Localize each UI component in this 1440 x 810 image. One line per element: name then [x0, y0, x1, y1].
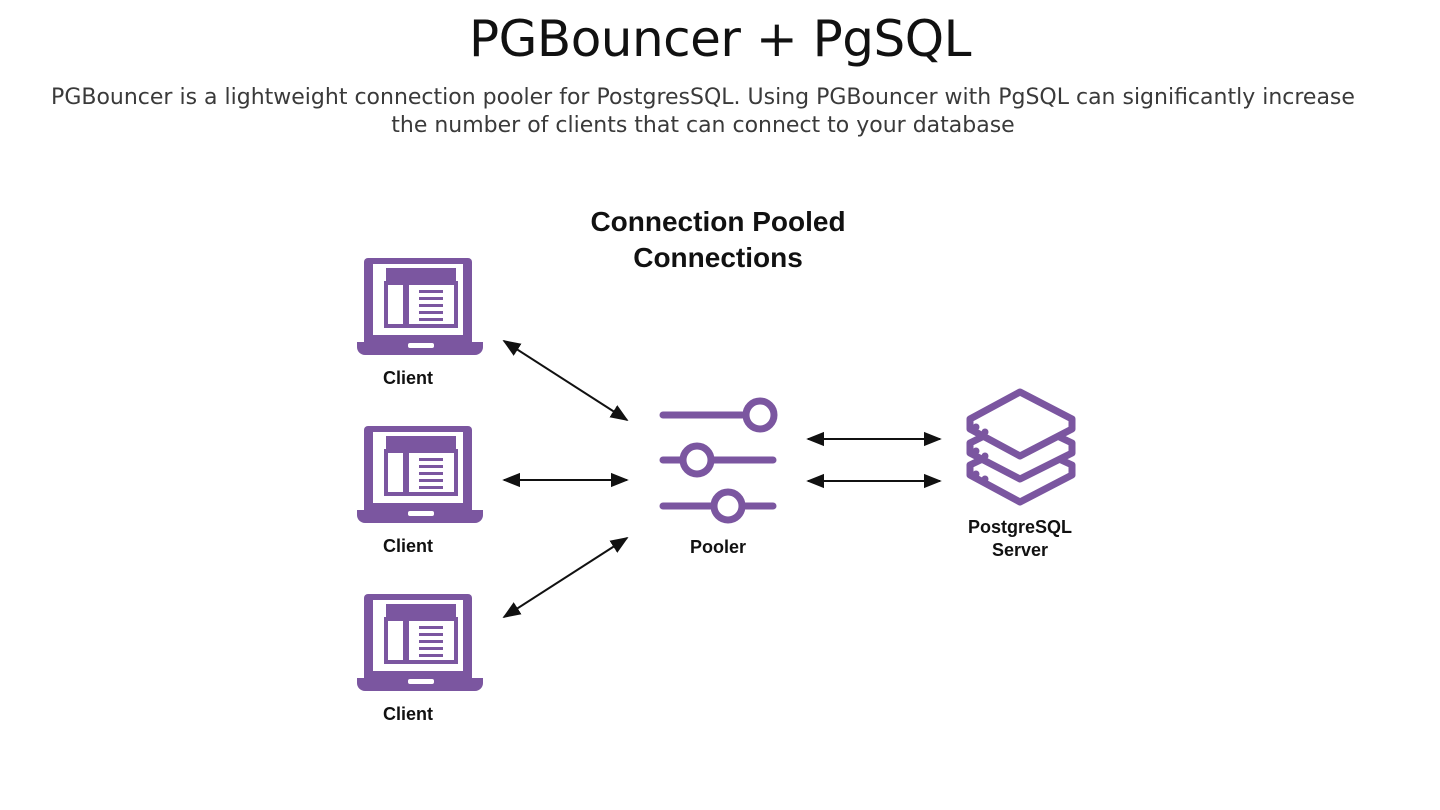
laptop-icon: [355, 592, 485, 693]
page-title: PGBouncer + PgSQL: [469, 10, 972, 68]
client-node: Client: [355, 592, 485, 724]
pooler-label: Pooler: [690, 537, 746, 557]
page-subtitle: PGBouncer is a lightweight connection po…: [51, 85, 1355, 138]
client-pooler-arrow: [502, 537, 629, 618]
client-label: Client: [383, 536, 433, 556]
database-stack-icon: [966, 388, 1076, 506]
client-pooler-arrow: [502, 340, 629, 421]
sliders-icon: [659, 397, 778, 524]
server-label-line1: PostgreSQL: [968, 517, 1072, 537]
server-node: PostgreSQL Server: [966, 388, 1076, 560]
client-node: Client: [355, 256, 485, 388]
client-node: Client: [355, 424, 485, 556]
client-label: Client: [383, 368, 433, 388]
pooler-node: Pooler: [659, 397, 778, 557]
server-indicator-dots: [972, 423, 989, 483]
client-label: Client: [383, 704, 433, 724]
diagram-title-line1: Connection Pooled: [590, 206, 845, 237]
server-label-line2: Server: [992, 540, 1048, 560]
diagram-title-line2: Connections: [633, 242, 803, 273]
laptop-icon: [355, 424, 485, 525]
laptop-icon: [355, 256, 485, 357]
